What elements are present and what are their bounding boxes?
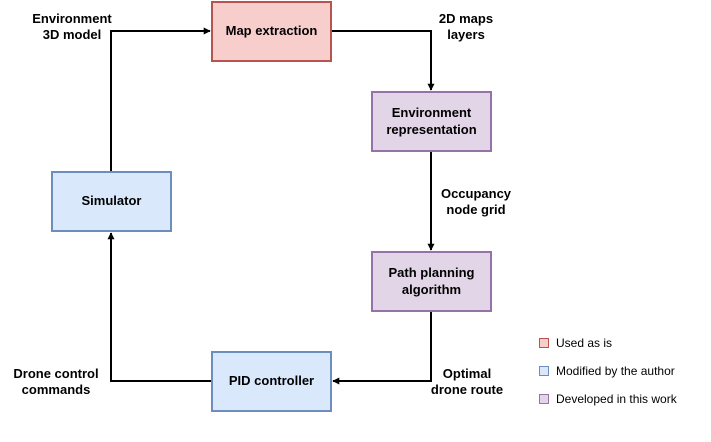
edge-label-environment-3d-model: Environment 3D model [22,11,122,44]
node-path-planning-line-1: Path planning [388,265,475,281]
edge-label-optimal-drone-route-line-2: drone route [430,382,504,398]
edge-label-drone-control-commands-line-1: Drone control [13,366,99,381]
node-pid-controller: PID controller [211,351,332,412]
edge-label-drone-control-commands-line-2: commands [21,382,91,398]
node-simulator-label: Simulator [81,193,142,209]
node-path-planning: Path planning algorithm [371,251,492,312]
edge-label-occupancy-node-grid-line-1: Occupancy [440,186,512,201]
edge-label-environment-3d-model-line-1: Environment [32,11,112,26]
edge-label-drone-control-commands: Drone control commands [4,366,108,399]
node-map-extraction-label: Map extraction [225,23,318,39]
node-environment-representation-text: Environment representation [386,105,476,138]
legend-item-modified-by-author: Modified by the author [539,364,675,378]
node-simulator: Simulator [51,171,172,232]
edge-label-environment-3d-model-line-2: 3D model [42,27,102,43]
edge-label-optimal-drone-route-line-1: Optimal [442,366,492,381]
legend-swatch-used [539,338,549,348]
node-environment-representation: Environment representation [371,91,492,152]
node-environment-representation-line-2: representation [386,121,477,137]
legend-label-used: Used as is [556,336,613,350]
legend-label-modified: Modified by the author [556,364,675,378]
edge-path-planning-to-pid-controller [332,311,432,385]
edge-label-2d-maps-layers: 2D maps layers [420,11,512,44]
node-path-planning-line-2: algorithm [401,281,462,297]
legend-label-developed: Developed in this work [556,392,677,406]
edge-map-extraction-to-environment-representation [332,30,435,91]
edge-pid-controller-to-simulator [107,232,211,382]
legend-item-used-as-is: Used as is [539,336,612,350]
node-pid-controller-label: PID controller [228,373,315,389]
node-map-extraction: Map extraction [211,1,332,62]
edge-label-occupancy-node-grid-line-2: node grid [446,202,506,218]
node-environment-representation-line-1: Environment [391,105,472,121]
edge-label-2d-maps-layers-line-1: 2D maps [438,11,494,26]
node-path-planning-text: Path planning algorithm [389,265,475,298]
edge-simulator-to-map-extraction [110,27,211,171]
legend-item-developed-in-this-work: Developed in this work [539,392,677,406]
edge-label-occupancy-node-grid: Occupancy node grid [432,186,520,219]
legend-swatch-modified [539,366,549,376]
edge-label-optimal-drone-route: Optimal drone route [422,366,512,399]
legend-swatch-developed [539,394,549,404]
edge-label-2d-maps-layers-line-2: layers [447,27,485,43]
